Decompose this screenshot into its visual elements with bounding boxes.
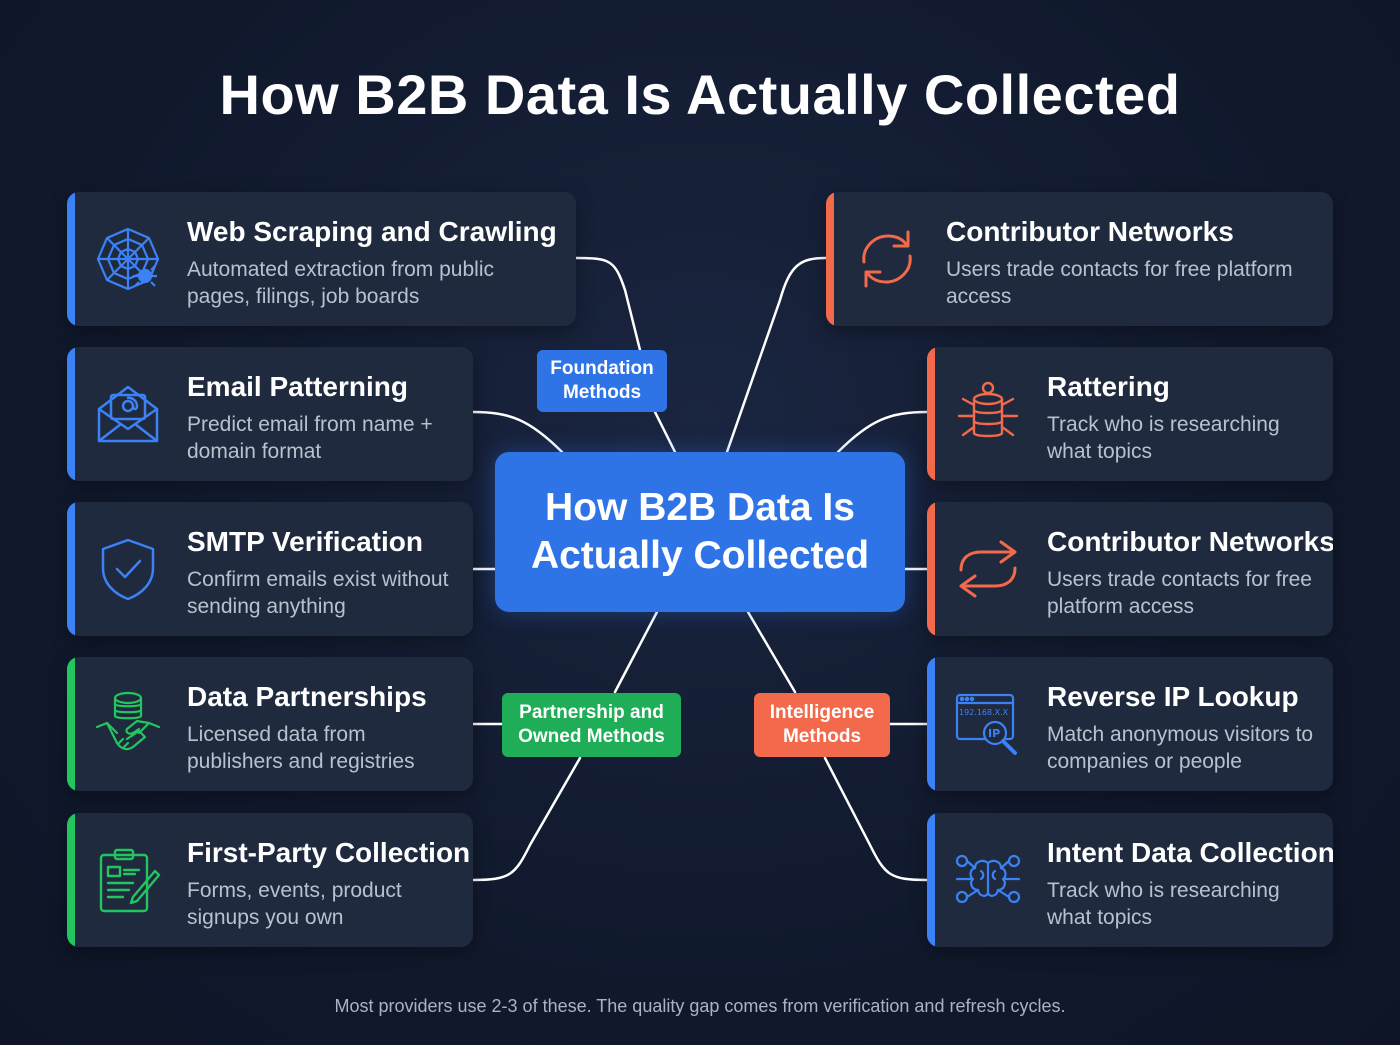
card-description: Users trade contacts for free platform a… xyxy=(946,258,1293,308)
card-title: SMTP Verification xyxy=(187,526,423,557)
connector-email-patterning xyxy=(471,410,564,454)
card-contributor-networks-top: Contributor Networks Users trade contact… xyxy=(826,192,1333,326)
card-title: Web Scraping and Crawling xyxy=(187,216,557,247)
card-description: Confirm emails exist without sending any… xyxy=(187,568,449,618)
swap-arrows-icon xyxy=(953,534,1023,604)
connector-intent-data xyxy=(823,756,929,882)
connector-partnership-center xyxy=(613,610,659,694)
card-title: Intent Data Collection xyxy=(1047,837,1333,868)
connector-rattering xyxy=(836,410,929,454)
card-data-partnerships: Data Partnerships Licensed data from pub… xyxy=(67,657,473,791)
card-first-party-collection: First-Party Collection Forms, events, pr… xyxy=(67,813,473,947)
card-web-scraping: Web Scraping and Crawling Automated extr… xyxy=(67,192,576,326)
connector-foundation-center xyxy=(653,410,677,454)
clipboard-pen-icon xyxy=(93,845,163,915)
card-title: Rattering xyxy=(1047,371,1170,402)
svg-text:IP: IP xyxy=(988,727,1000,740)
connector-contributor-top xyxy=(725,256,828,454)
ip-search-icon: 192.168.X.X IP xyxy=(953,689,1023,759)
card-rattering: Rattering Track who is researching what … xyxy=(927,347,1333,481)
svg-text:192.168.X.X: 192.168.X.X xyxy=(959,708,1009,717)
card-title: Reverse IP Lookup xyxy=(1047,681,1299,712)
email-envelope-icon xyxy=(93,379,163,449)
card-title: Email Patterning xyxy=(187,371,408,402)
database-handshake-icon xyxy=(93,689,163,759)
card-description: Track who is researching what topics xyxy=(1047,413,1280,463)
card-title: Contributor Networks xyxy=(946,216,1234,247)
card-email-patterning: Email Patterning Predict email from name… xyxy=(67,347,473,481)
refresh-cycle-icon xyxy=(852,224,922,294)
group-badge-foundation: Foundation Methods xyxy=(537,350,667,412)
connector-web-scraping xyxy=(574,256,642,352)
card-title: Data Partnerships xyxy=(187,681,427,712)
card-reverse-ip-lookup: 192.168.X.X IP Reverse IP Lookup Match a… xyxy=(927,657,1333,791)
group-badge-intelligence: Intelligence Methods xyxy=(754,693,890,757)
card-description: Predict email from name + domain format xyxy=(187,413,433,463)
connector-first-party xyxy=(471,756,582,882)
card-title: First-Party Collection xyxy=(187,837,471,868)
center-node: How B2B Data Is Actually Collected xyxy=(495,452,905,612)
card-description: Licensed data from publishers and regist… xyxy=(187,723,415,773)
brain-network-icon xyxy=(953,845,1023,915)
spider-web-icon xyxy=(93,224,163,294)
card-description: Match anonymous visitors to companies or… xyxy=(1047,723,1314,773)
card-description: Forms, events, product signups you own xyxy=(187,879,402,929)
card-description: Track who is researching what topics xyxy=(1047,879,1280,929)
card-description: Automated extraction from public pages, … xyxy=(187,258,494,308)
card-intent-data-collection: Intent Data Collection Track who is rese… xyxy=(927,813,1333,947)
card-description: Users trade contacts for free platform a… xyxy=(1047,568,1312,618)
shield-check-icon xyxy=(93,534,163,604)
database-bug-icon xyxy=(953,379,1023,449)
footer-note: Most providers use 2-3 of these. The qua… xyxy=(334,996,1066,1016)
page-title: How B2B Data Is Actually Collected xyxy=(219,63,1181,126)
card-smtp-verification: SMTP Verification Confirm emails exist w… xyxy=(67,502,473,636)
card-contributor-networks-mid: Contributor Networks Users trade contact… xyxy=(927,502,1333,636)
connector-intelligence-center xyxy=(746,610,797,694)
group-badge-partnership: Partnership and Owned Methods xyxy=(502,693,681,757)
card-title: Contributor Networks xyxy=(1047,526,1333,557)
